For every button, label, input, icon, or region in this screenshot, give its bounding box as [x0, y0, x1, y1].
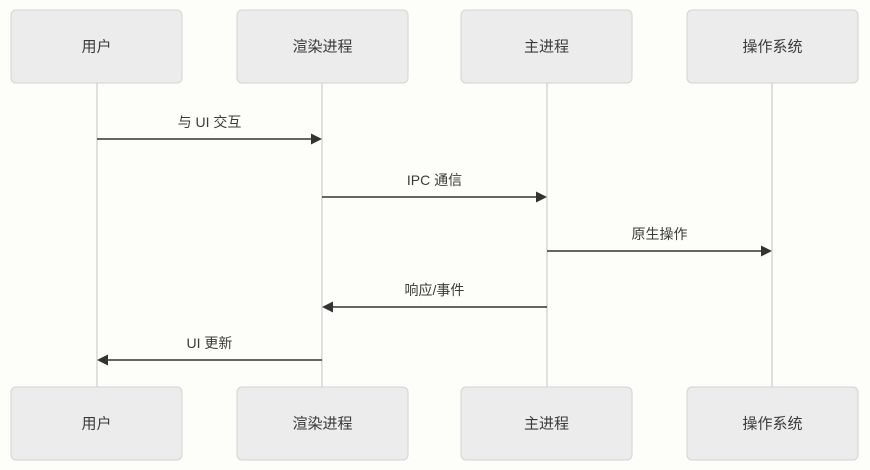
participant-box-shape — [236, 386, 409, 461]
participant-label: 渲染进程 — [292, 38, 352, 55]
participant-renderer-bottom[interactable]: 渲染进程 — [236, 386, 409, 461]
message-1[interactable]: 与 UI 交互 — [97, 114, 322, 145]
participant-user-top[interactable]: 用户 — [10, 9, 183, 84]
message-label: 与 UI 交互 — [178, 114, 242, 130]
arrow-head-icon — [97, 354, 108, 366]
participant-os-bottom[interactable]: 操作系统 — [686, 386, 859, 461]
arrow-head-icon — [536, 191, 547, 203]
participant-box-shape — [686, 386, 859, 461]
message-5[interactable]: UI 更新 — [97, 335, 322, 366]
participant-box-shape — [10, 9, 183, 84]
message-label: 原生操作 — [632, 226, 688, 242]
message-label: 响应/事件 — [405, 282, 465, 298]
message-4[interactable]: 响应/事件 — [322, 282, 547, 313]
participant-label: 主进程 — [524, 38, 569, 55]
participant-box-shape — [10, 386, 183, 461]
participant-box-shape — [686, 9, 859, 84]
participant-label: 渲染进程 — [292, 415, 352, 432]
participant-main-top[interactable]: 主进程 — [460, 9, 633, 84]
message-label: IPC 通信 — [407, 172, 462, 188]
arrow-head-icon — [761, 245, 772, 257]
participant-label: 操作系统 — [742, 38, 802, 55]
participant-box-shape — [460, 9, 633, 84]
participant-label: 操作系统 — [742, 415, 802, 432]
arrow-head-icon — [322, 301, 333, 313]
participant-box-shape — [236, 9, 409, 84]
participant-main-bottom[interactable]: 主进程 — [460, 386, 633, 461]
arrow-head-icon — [311, 133, 322, 145]
message-label: UI 更新 — [187, 335, 233, 351]
participant-os-top[interactable]: 操作系统 — [686, 9, 859, 84]
participant-boxes-top: 用户 渲染进程 主进程 操作系统 — [10, 9, 859, 84]
message-2[interactable]: IPC 通信 — [322, 172, 547, 203]
participant-label: 主进程 — [524, 415, 569, 432]
participant-label: 用户 — [81, 38, 111, 55]
participant-renderer-top[interactable]: 渲染进程 — [236, 9, 409, 84]
participant-label: 用户 — [81, 415, 111, 432]
participant-boxes-bottom: 用户 渲染进程 主进程 操作系统 — [10, 386, 859, 461]
participant-box-shape — [460, 386, 633, 461]
participant-user-bottom[interactable]: 用户 — [10, 386, 183, 461]
lifelines-layer — [96, 82, 773, 387]
message-3[interactable]: 原生操作 — [547, 226, 772, 257]
